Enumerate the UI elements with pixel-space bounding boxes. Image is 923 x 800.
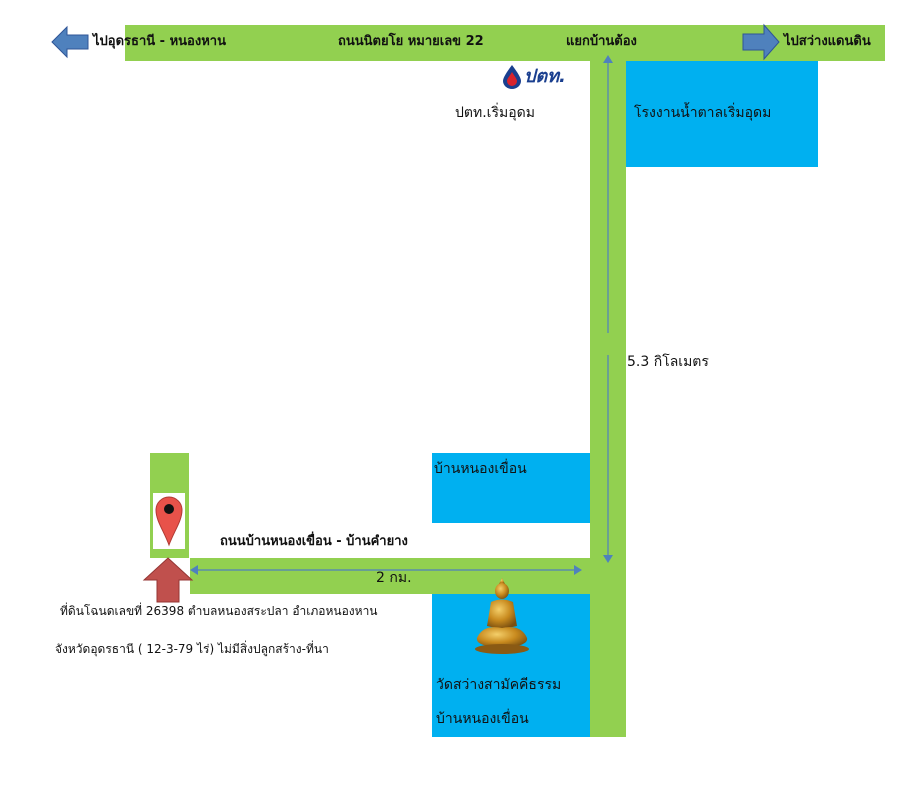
sugar-factory-area [626, 61, 818, 167]
left-direction-label: ไปอุดรธานี - หนองหาน [93, 34, 226, 49]
property-line2: จังหวัดอุดรธานี ( 12-3-79 ไร่) ไม่มีสิ่ง… [55, 642, 329, 656]
vertical-distance-line [603, 55, 613, 563]
left-arrow-icon [51, 25, 89, 59]
side-road [190, 558, 626, 594]
horizontal-distance-line [190, 565, 582, 575]
right-arrow-icon [742, 23, 780, 61]
vertical-distance-label: 5.3 กิโลเมตร [627, 354, 709, 370]
village-area [432, 453, 590, 523]
ptt-logo-text: ปตท. [524, 66, 566, 87]
village-label: บ้านหนองเขื่อน [434, 461, 527, 477]
temple-label: วัดสว่างสามัคคีธรรม [436, 677, 562, 693]
sugar-factory-label: โรงงานน้ำตาลเริ่มอุดม [634, 105, 772, 121]
junction-label: แยกบ้านต้อง [566, 34, 637, 49]
map-pin-icon [155, 496, 183, 547]
property-line1: ที่ดินโฉนดเลขที่ 26398 ตำบลหนองสระปลา อำ… [60, 604, 378, 618]
side-road-label: ถนนบ้านหนองเขื่อน - บ้านคำยาง [220, 534, 408, 549]
buddha-statue-icon [475, 578, 529, 654]
ptt-drop-icon [503, 65, 521, 89]
temple-village-label: บ้านหนองเขื่อน [436, 711, 529, 727]
right-direction-label: ไปสว่างแดนดิน [784, 34, 871, 49]
road-name-label: ถนนนิตยโย หมายเลข 22 [338, 34, 484, 49]
ptt-station-label: ปตท.เริ่มอุดม [455, 105, 535, 121]
horizontal-distance-label: 2 กม. [376, 570, 412, 586]
up-arrow-icon [142, 557, 194, 603]
